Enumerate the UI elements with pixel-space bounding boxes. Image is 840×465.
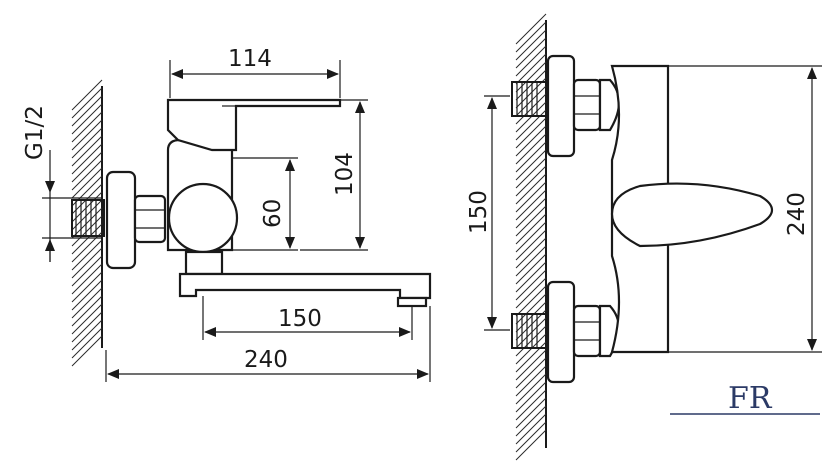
dim-150-spout: 150 bbox=[202, 296, 413, 340]
left-lever-handle bbox=[166, 98, 342, 152]
left-escutcheon bbox=[105, 170, 137, 270]
dim-240-side: 240 bbox=[668, 65, 822, 353]
dim-150-side-label: 150 bbox=[466, 190, 492, 234]
left-view: G1/2 bbox=[22, 46, 432, 382]
dim-240-total-label: 240 bbox=[244, 347, 288, 373]
right-bottom-connection bbox=[511, 280, 621, 384]
left-nut bbox=[133, 194, 167, 244]
left-spout bbox=[178, 250, 432, 308]
thread-label: G1/2 bbox=[22, 105, 48, 160]
right-top-connection bbox=[511, 54, 621, 158]
dim-150-spout-label: 150 bbox=[278, 306, 322, 332]
brand-logo: FR bbox=[670, 381, 820, 416]
thread-dimension: G1/2 bbox=[22, 105, 102, 262]
left-mixer-body bbox=[166, 138, 239, 254]
right-wall-hatch bbox=[515, 13, 547, 461]
dim-240-total: 240 bbox=[105, 306, 431, 382]
left-threaded-connector bbox=[71, 199, 105, 237]
dim-150-side: 150 bbox=[466, 95, 510, 331]
dim-240-side-label: 240 bbox=[784, 192, 810, 236]
dim-114: 114 bbox=[169, 46, 341, 98]
dim-114-label: 114 bbox=[228, 46, 272, 72]
dim-60: 60 bbox=[232, 157, 298, 251]
right-lever-handle bbox=[610, 182, 774, 248]
dim-60-label: 60 bbox=[260, 199, 286, 228]
dim-104-label: 104 bbox=[332, 152, 358, 196]
logo-text: FR bbox=[728, 381, 773, 416]
right-view: 150 240 bbox=[466, 13, 822, 461]
dim-104: 104 bbox=[300, 99, 368, 251]
